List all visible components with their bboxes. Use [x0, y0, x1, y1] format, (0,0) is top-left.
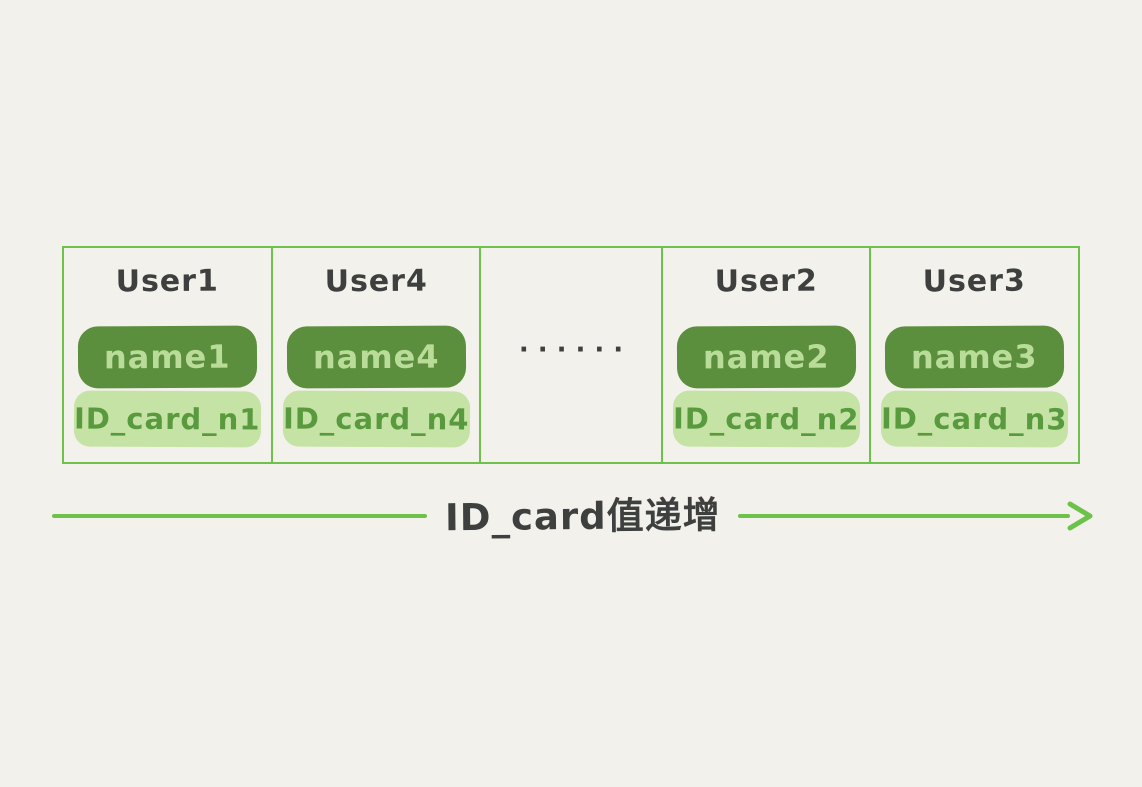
- arrow-head-icon: [1067, 501, 1093, 531]
- user-cell-3: User3 name3 ID_card_n3: [871, 248, 1078, 462]
- name-pill: name3: [885, 325, 1065, 389]
- user-label: User2: [714, 263, 818, 300]
- id-card-pill: ID_card_n1: [73, 390, 261, 448]
- user-cell-4: User4 name4 ID_card_n4: [273, 248, 482, 462]
- ellipsis-dots: ······: [518, 335, 633, 365]
- user-label: User4: [324, 263, 428, 300]
- user-cell-2: User2 name2 ID_card_n2: [663, 248, 872, 462]
- user-label: User3: [923, 263, 1027, 300]
- arrow-line-left: [52, 514, 427, 518]
- name-pill: name2: [676, 325, 856, 389]
- id-card-pill: ID_card_n3: [881, 390, 1069, 448]
- user-cell-1: User1 name1 ID_card_n1: [64, 248, 273, 462]
- id-card-pill: ID_card_n2: [672, 390, 860, 448]
- id-card-axis-arrow: ID_card值递增: [52, 492, 1096, 540]
- user-table: User1 name1 ID_card_n1 User4 name4 ID_ca…: [62, 246, 1080, 464]
- user-label: User1: [115, 263, 219, 300]
- ellipsis-cell: ······: [481, 248, 663, 462]
- arrow-line-right: [738, 514, 1070, 518]
- name-pill: name4: [286, 325, 466, 389]
- name-pill: name1: [77, 325, 257, 389]
- arrow-label: ID_card值递增: [444, 493, 721, 539]
- id-card-pill: ID_card_n4: [282, 390, 470, 448]
